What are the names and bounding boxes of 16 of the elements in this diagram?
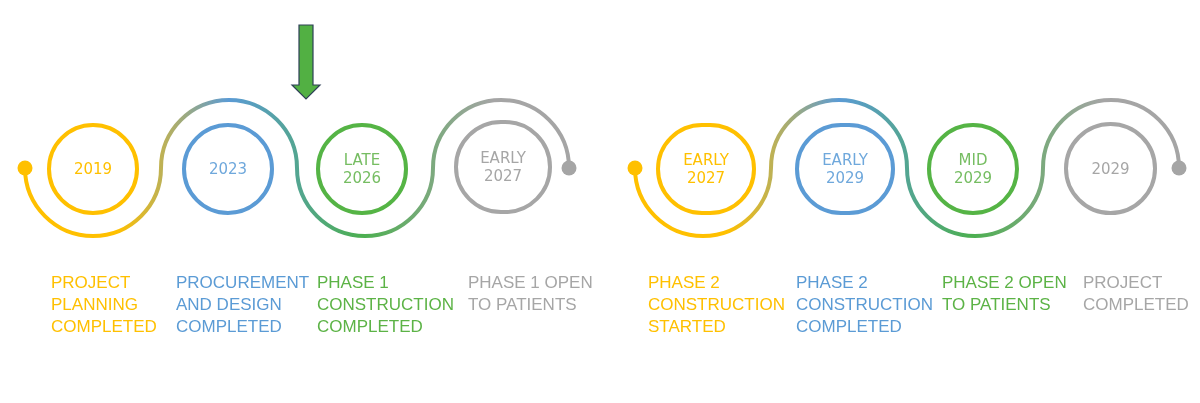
milestone-date: 2029 [1090,159,1131,178]
milestone-description: PHASE 2 OPEN TO PATIENTS [942,272,1068,316]
milestone-description: PROCUREMENT AND DESIGN COMPLETED [176,272,310,338]
milestone-date: EARLY 2027 [479,149,527,185]
milestone-date: EARLY 2027 [682,151,730,187]
milestone-description: PHASE 2 CONSTRUCTION STARTED [648,272,786,338]
milestone-description: PHASE 2 CONSTRUCTION COMPLETED [796,272,934,338]
milestone-description: PHASE 1 CONSTRUCTION COMPLETED [317,272,455,338]
milestone-date: EARLY 2029 [821,151,869,187]
milestone-date: 2019 [72,160,114,178]
milestone-date: MID 2029 [952,151,994,187]
milestone-description: PROJECT COMPLETED [1083,272,1190,316]
milestone-date: LATE 2026 [341,151,383,187]
milestone-description: PROJECT PLANNING COMPLETED [51,272,158,338]
milestone-description: PHASE 1 OPEN TO PATIENTS [468,272,594,316]
milestone-date: 2023 [207,160,249,178]
